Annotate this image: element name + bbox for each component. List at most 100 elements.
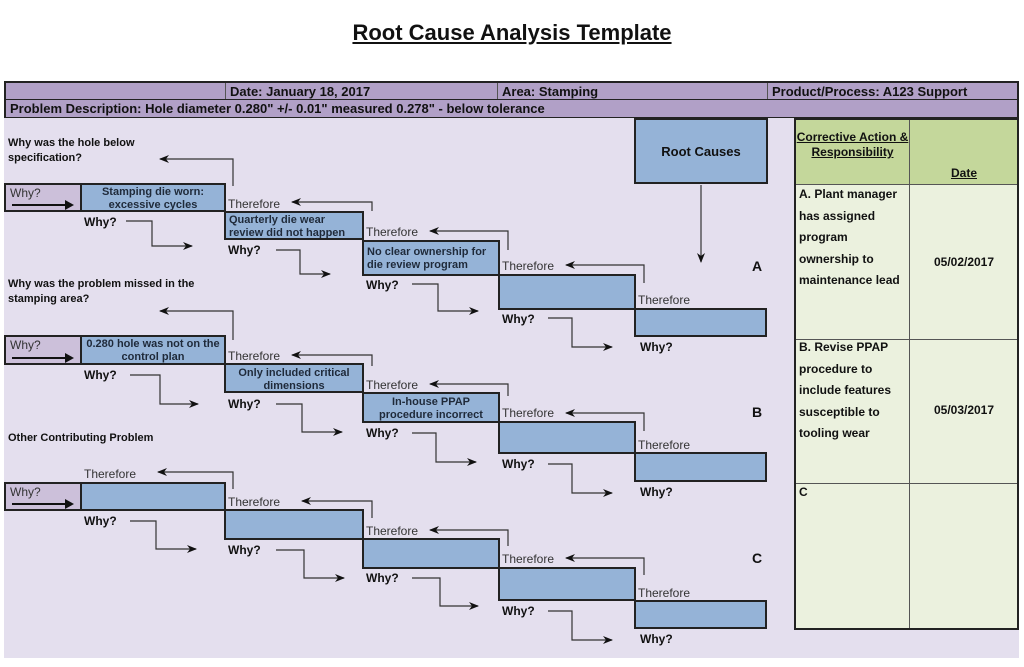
- therefore-arrow-icon: [429, 380, 509, 396]
- why-arrow-icon: [276, 249, 331, 278]
- therefore-arrow-icon: [291, 351, 373, 366]
- why-label: Why?: [366, 571, 399, 585]
- therefore-label: Therefore: [638, 293, 691, 307]
- section-c-step-2[interactable]: [224, 509, 364, 540]
- section-b-letter: B: [752, 404, 763, 420]
- why-label: Why?: [502, 457, 535, 471]
- section-b-question: Why was the problem missed in the stampi…: [8, 278, 195, 305]
- therefore-label: Therefore: [366, 524, 419, 538]
- therefore-arrow-icon: [159, 155, 234, 186]
- why-label: Why?: [228, 243, 261, 257]
- therefore-arrow-icon: [291, 198, 373, 211]
- header-blank-cell: [6, 83, 226, 99]
- section-a-step-5[interactable]: [634, 308, 767, 337]
- why-box-label: Why?: [10, 338, 41, 352]
- section-b-why-box[interactable]: Why?: [4, 335, 82, 365]
- therefore-arrow-icon: [565, 409, 645, 431]
- why-box-label: Why?: [10, 485, 41, 499]
- therefore-arrow-icon: [429, 526, 509, 546]
- therefore-arrow-icon: [565, 261, 645, 283]
- why-arrow-icon: [548, 317, 613, 351]
- table-header: [796, 120, 1017, 185]
- action-b: B. Revise PPAP procedure to include feat…: [799, 340, 892, 440]
- why-arrow-icon: [130, 374, 199, 408]
- why-label: Why?: [366, 426, 399, 440]
- therefore-arrow-icon: [565, 554, 645, 575]
- section-a-step-3[interactable]: No clear ownership for die review progra…: [362, 240, 500, 276]
- therefore-arrow-icon: [157, 468, 234, 489]
- section-b-step-1[interactable]: 0.280 hole was not on the control plan: [80, 335, 226, 365]
- section-a-step-2[interactable]: Quarterly die wear review did not happen: [224, 211, 364, 240]
- section-a-why-box[interactable]: Why?: [4, 183, 82, 212]
- therefore-label: Therefore: [366, 225, 419, 239]
- therefore-label: Therefore: [228, 349, 281, 363]
- section-c-why-box[interactable]: Why?: [4, 482, 82, 511]
- why-label: Why?: [366, 278, 399, 292]
- section-b-step-2[interactable]: Only included critical dimensions: [224, 363, 364, 393]
- problem-description: Problem Description: Hole diameter 0.280…: [10, 101, 545, 116]
- therefore-label: Therefore: [228, 495, 281, 509]
- section-a-question: Why was the hole below specification?: [8, 137, 135, 164]
- why-arrow-icon: [412, 577, 479, 610]
- header-date: Date: January 18, 2017: [226, 83, 498, 99]
- row-divider: [796, 339, 1017, 340]
- section-b-step-5[interactable]: [634, 452, 767, 482]
- why-arrow-icon: [276, 549, 345, 582]
- row-divider: [796, 483, 1017, 484]
- why-label: Why?: [502, 312, 535, 326]
- therefore-label: Therefore: [638, 586, 691, 600]
- therefore-label: Therefore: [228, 197, 281, 211]
- corrective-action-table: Corrective Action & Responsibility Date …: [794, 118, 1019, 630]
- why-box-label: Why?: [10, 186, 41, 200]
- action-a: A. Plant manager has assigned program ow…: [799, 187, 900, 287]
- header-product: Product/Process: A123 Support: [772, 84, 968, 99]
- why-arrow-icon: [548, 463, 613, 497]
- column-divider: [909, 120, 910, 628]
- therefore-label: Therefore: [366, 378, 419, 392]
- root-causes-box: Root Causes: [634, 118, 768, 184]
- therefore-arrow-icon: [159, 307, 234, 340]
- header-corrective-action: Corrective Action & Responsibility: [796, 130, 909, 159]
- section-c-step-4[interactable]: [498, 567, 636, 601]
- why-arrow-icon: [126, 220, 193, 250]
- therefore-label: Therefore: [502, 259, 555, 273]
- section-c-letter: C: [752, 550, 763, 566]
- therefore-label: Therefore: [84, 467, 137, 481]
- why-label: Why?: [640, 340, 673, 354]
- therefore-arrow-icon: [301, 497, 373, 518]
- why-arrow-icon: [130, 520, 197, 553]
- header-row-problem: Problem Description: Hole diameter 0.280…: [4, 99, 1019, 119]
- section-b-step-4[interactable]: [498, 421, 636, 454]
- header-date: Date: [950, 166, 977, 180]
- why-label: Why?: [84, 215, 117, 229]
- right-arrow-icon: [12, 200, 74, 210]
- therefore-label: Therefore: [638, 438, 691, 452]
- section-c-step-3[interactable]: [362, 538, 500, 569]
- therefore-arrow-icon: [429, 227, 509, 250]
- therefore-label: Therefore: [502, 552, 555, 566]
- section-c-step-5[interactable]: [634, 600, 767, 629]
- section-a-step-4[interactable]: [498, 274, 636, 310]
- section-a-step-1[interactable]: Stamping die worn: excessive cycles: [80, 183, 226, 212]
- why-label: Why?: [228, 543, 261, 557]
- why-label: Why?: [640, 632, 673, 646]
- section-b-step-3[interactable]: In-house PPAP procedure incorrect: [362, 392, 500, 423]
- section-c-step-1[interactable]: [80, 482, 226, 511]
- why-arrow-icon: [276, 403, 343, 436]
- header-area: Area: Stamping: [498, 83, 768, 99]
- section-c-question: Other Contributing Problem: [8, 432, 154, 444]
- why-arrow-icon: [548, 610, 613, 644]
- right-arrow-icon: [12, 499, 74, 509]
- why-label: Why?: [640, 485, 673, 499]
- why-arrow-icon: [412, 432, 477, 466]
- page-title: Root Cause Analysis Template: [352, 20, 672, 45]
- section-a-letter: A: [752, 258, 763, 274]
- date-a: 05/02/2017: [933, 255, 995, 269]
- why-label: Why?: [84, 368, 117, 382]
- why-label: Why?: [228, 397, 261, 411]
- right-arrow-icon: [12, 353, 74, 363]
- action-c: C: [799, 485, 808, 499]
- date-b: 05/03/2017: [933, 403, 995, 417]
- why-arrow-icon: [412, 283, 479, 315]
